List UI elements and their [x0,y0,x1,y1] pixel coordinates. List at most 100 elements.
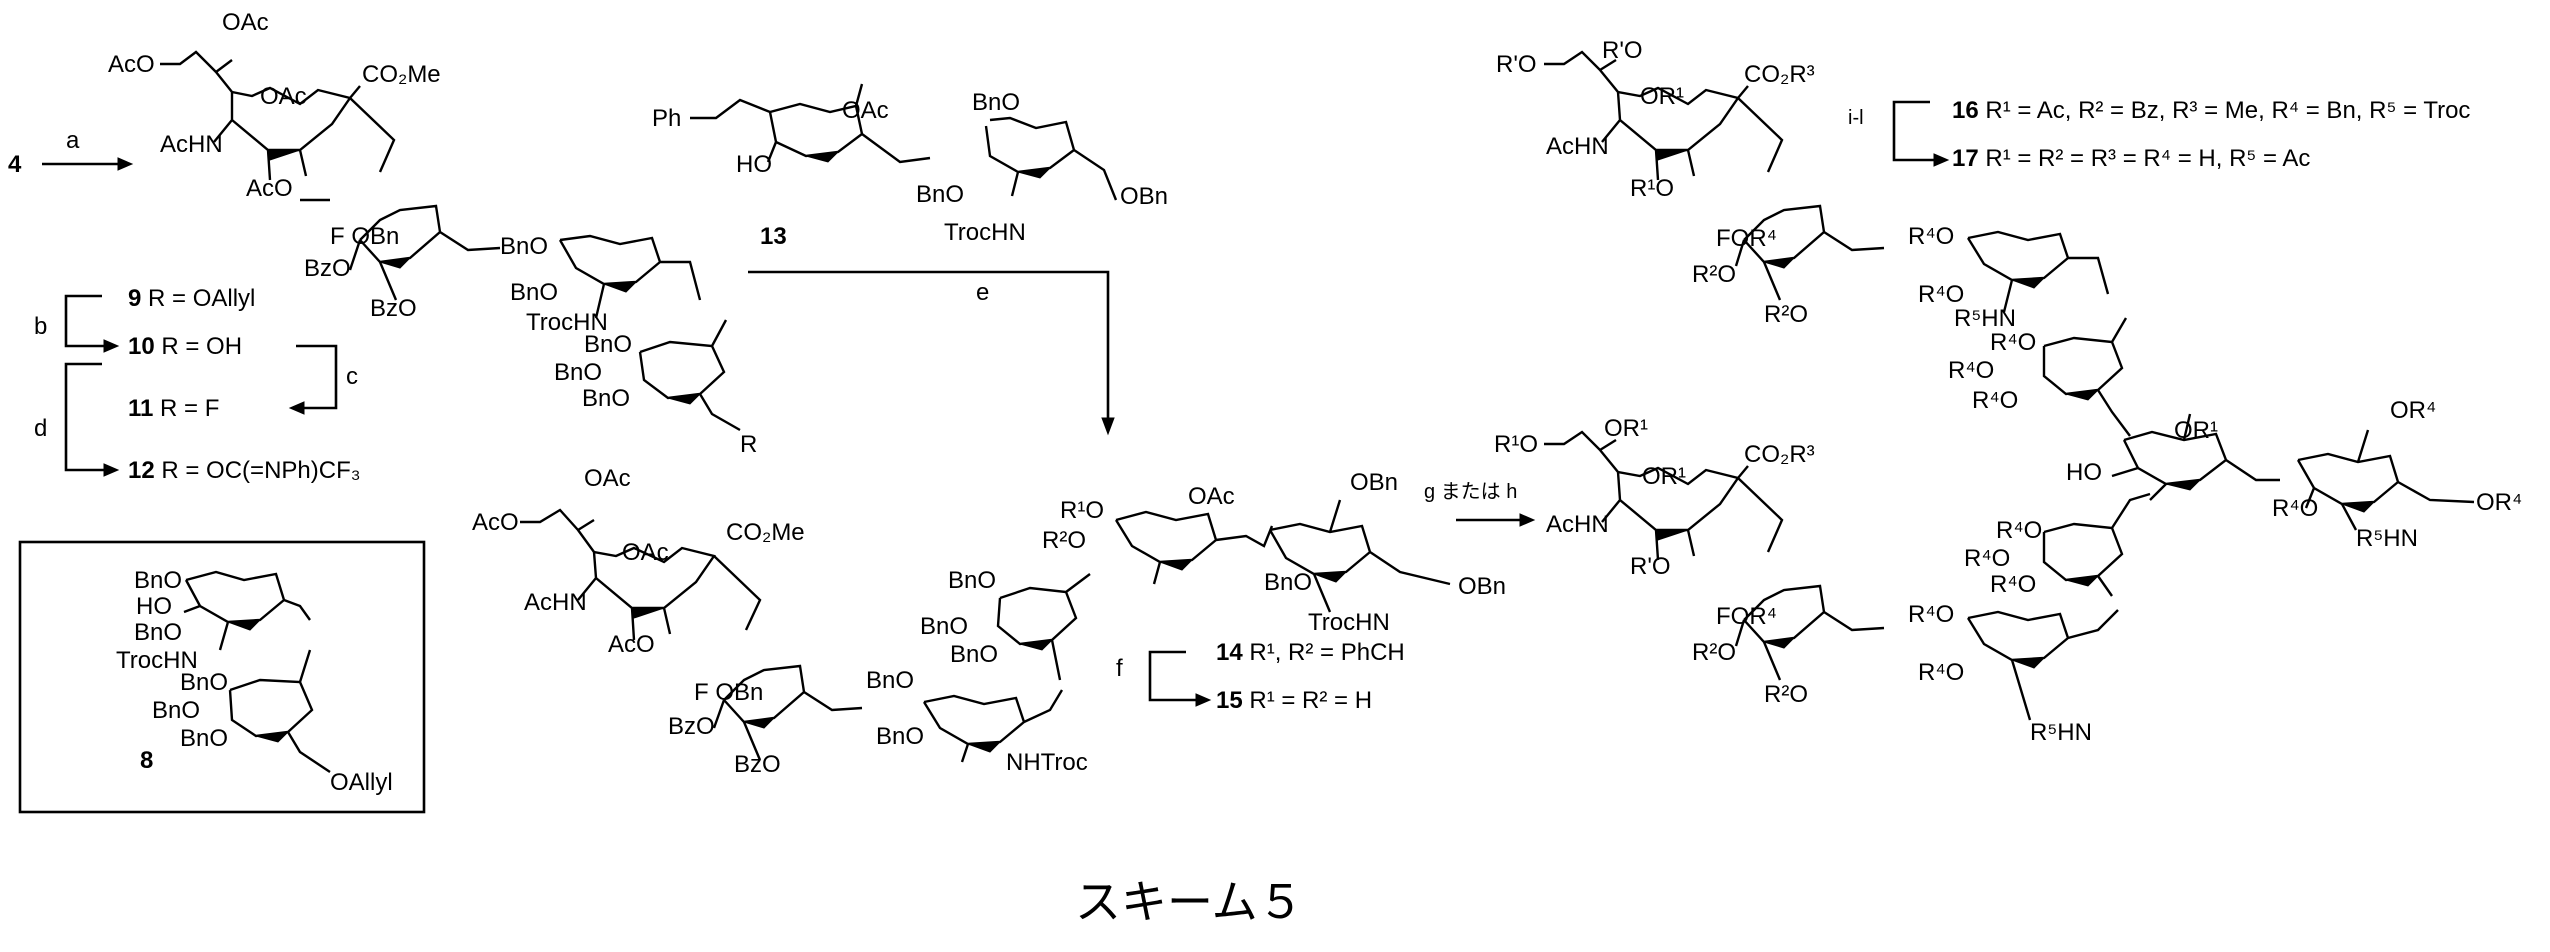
label-AcO-14a: AcO [472,509,519,536]
compound-11-number: 11 [128,395,153,422]
arrow-step-c [296,344,338,410]
wedge-8a [227,619,262,631]
label-BnO-8b: BnO [134,619,182,646]
label-AcHN-16b: AcHN [1546,511,1609,538]
label-TrocHN-8: TrocHN [116,647,198,674]
label-NHTroc-14: NHTroc [1006,749,1088,776]
label-R4O-core: R⁴O [2272,495,2318,522]
wedge-core-b [2341,501,2376,513]
compound-15-number: 15 [1216,687,1243,714]
bonds-16-upper-man [2042,317,2131,437]
label-OAc-14c: OAc [1188,483,1235,510]
label-BnO-4: BnO [554,359,602,386]
compound-9-desc: R = OAllyl [141,285,255,312]
arrow-step-d [64,362,104,472]
compound-13-structure: Ph OAc HO BnO BnO OBn TrocHN 13 [652,83,1168,250]
compound-17-number: 17 [1952,145,1979,172]
bonds-compound-14-glcn2 [1268,499,1451,613]
bonds-compound-13 [690,83,1118,201]
series-14-15-item-2: 15 R¹ = R² = H [1216,687,1372,714]
step-b-label: b [34,313,47,340]
label-HO-core: HO [2066,459,2102,486]
bonds-sialic-1 [160,50,396,181]
compound-17-desc: R¹ = R² = R³ = R⁴ = H, R⁵ = Ac [1979,145,2311,172]
arrowhead-a [117,157,134,171]
compound-13-number: 13 [760,223,787,250]
bonds-galactose-1 [300,198,501,301]
arrow-step-b [64,294,104,348]
label-OR1-16b: OR¹ [1604,415,1648,442]
label-BnO-5: BnO [582,385,630,412]
wedge-14f [1313,571,1348,583]
bonds-compound-8 [183,570,331,773]
bonds-16-lower-man [2042,492,2151,597]
label-OBn-14b: OBn [1458,573,1506,600]
label-Ph-13: Ph [652,105,681,132]
label-BnO-14c: BnO [948,567,996,594]
arrowhead-c [288,401,305,415]
label-R4O-16a: R⁴O [1908,223,1954,250]
label-OAc-2: OAc [260,83,307,110]
wedge-man-1 [667,393,702,405]
label-R5HN-16a: R⁵HN [1954,305,2016,332]
label-R4O-16e: R⁴O [1972,387,2018,414]
label-BzO-1: BzO [304,255,351,282]
compound-14-15-structure: AcO OAc OAc CO₂Me AcHN AcO F OBn BzO BzO… [472,465,1506,778]
label-CO2R3-16b: CO₂R³ [1744,441,1815,468]
wedge-16c [2011,277,2046,289]
bonds-core-man [2111,413,2280,501]
compound-4-label: 4 [8,151,22,178]
arrowhead-e [1101,417,1115,436]
compound-10-desc: R = OH [155,333,242,360]
bonds-16-lower-glcn [1966,609,2119,721]
label-RpO-16a: R'O [1496,51,1537,78]
arrow-step-f [1148,650,1196,702]
wedge-sialic-1 [267,149,301,161]
wedge-glcn-1 [603,281,638,293]
compound-16-desc: R¹ = Ac, R² = Bz, R³ = Me, R⁴ = Bn, R⁵ =… [1979,97,2471,124]
label-FOBn-14: F OBn [694,679,763,706]
label-BnO-8e: BnO [180,725,228,752]
label-R1O-16a: R¹O [1630,175,1674,202]
label-AcHN-16a: AcHN [1546,133,1609,160]
arrow-step-e [748,270,1110,418]
wedge-14d [1019,639,1054,651]
wedge-13a [805,151,840,163]
label-BzO-14a: BzO [668,713,715,740]
label-BnO-1: BnO [500,233,548,260]
compound-16-number: 16 [1952,97,1979,124]
label-OAc-1: OAc [222,9,269,36]
compound-15-desc: R¹ = R² = H [1243,687,1372,714]
step-c-label: c [346,363,358,390]
label-OR1-16a: OR¹ [1640,83,1684,110]
label-AcO-1: AcO [108,51,155,78]
label-OR4-core: OR⁴ [2390,397,2436,424]
wedge-16b [1763,257,1796,269]
compound-11-desc: R = F [153,395,219,422]
label-OAc-14a: OAc [584,465,631,492]
wedge-16h [2065,575,2100,587]
label-R2O-14: R²O [1042,527,1086,554]
compound-8-number: 8 [140,747,153,774]
bonds-glucosamine-1 [558,234,702,319]
series-14-15-item-1: 14 R¹, R² = PhCH [1216,639,1405,666]
wedge-8b [255,731,290,743]
label-R2O-16c: R²O [1692,639,1736,666]
label-CO2Me-14: CO₂Me [726,519,805,546]
arrowhead-il [1933,153,1950,167]
label-R2O-16d: R²O [1764,681,1808,708]
series-9-12-item-2: 10 R = OH [128,333,242,360]
scheme-caption: スキーム５ [1075,875,1304,929]
compound-9-number: 9 [128,285,141,312]
wedge-16e [1655,529,1689,541]
label-BnO-8d: BnO [152,697,200,724]
label-BnO-2: BnO [510,279,558,306]
bonds-16-upper-sia [1544,50,1784,181]
wedge-14b [743,717,776,729]
label-OR-16a: R'O [1602,37,1643,64]
label-OBn-13: OBn [1120,183,1168,210]
arrow-step-il [1892,100,1934,162]
label-HO-8: HO [136,593,172,620]
series-16-17-item-2: 17 R¹ = R² = R³ = R⁴ = H, R⁵ = Ac [1952,145,2310,172]
